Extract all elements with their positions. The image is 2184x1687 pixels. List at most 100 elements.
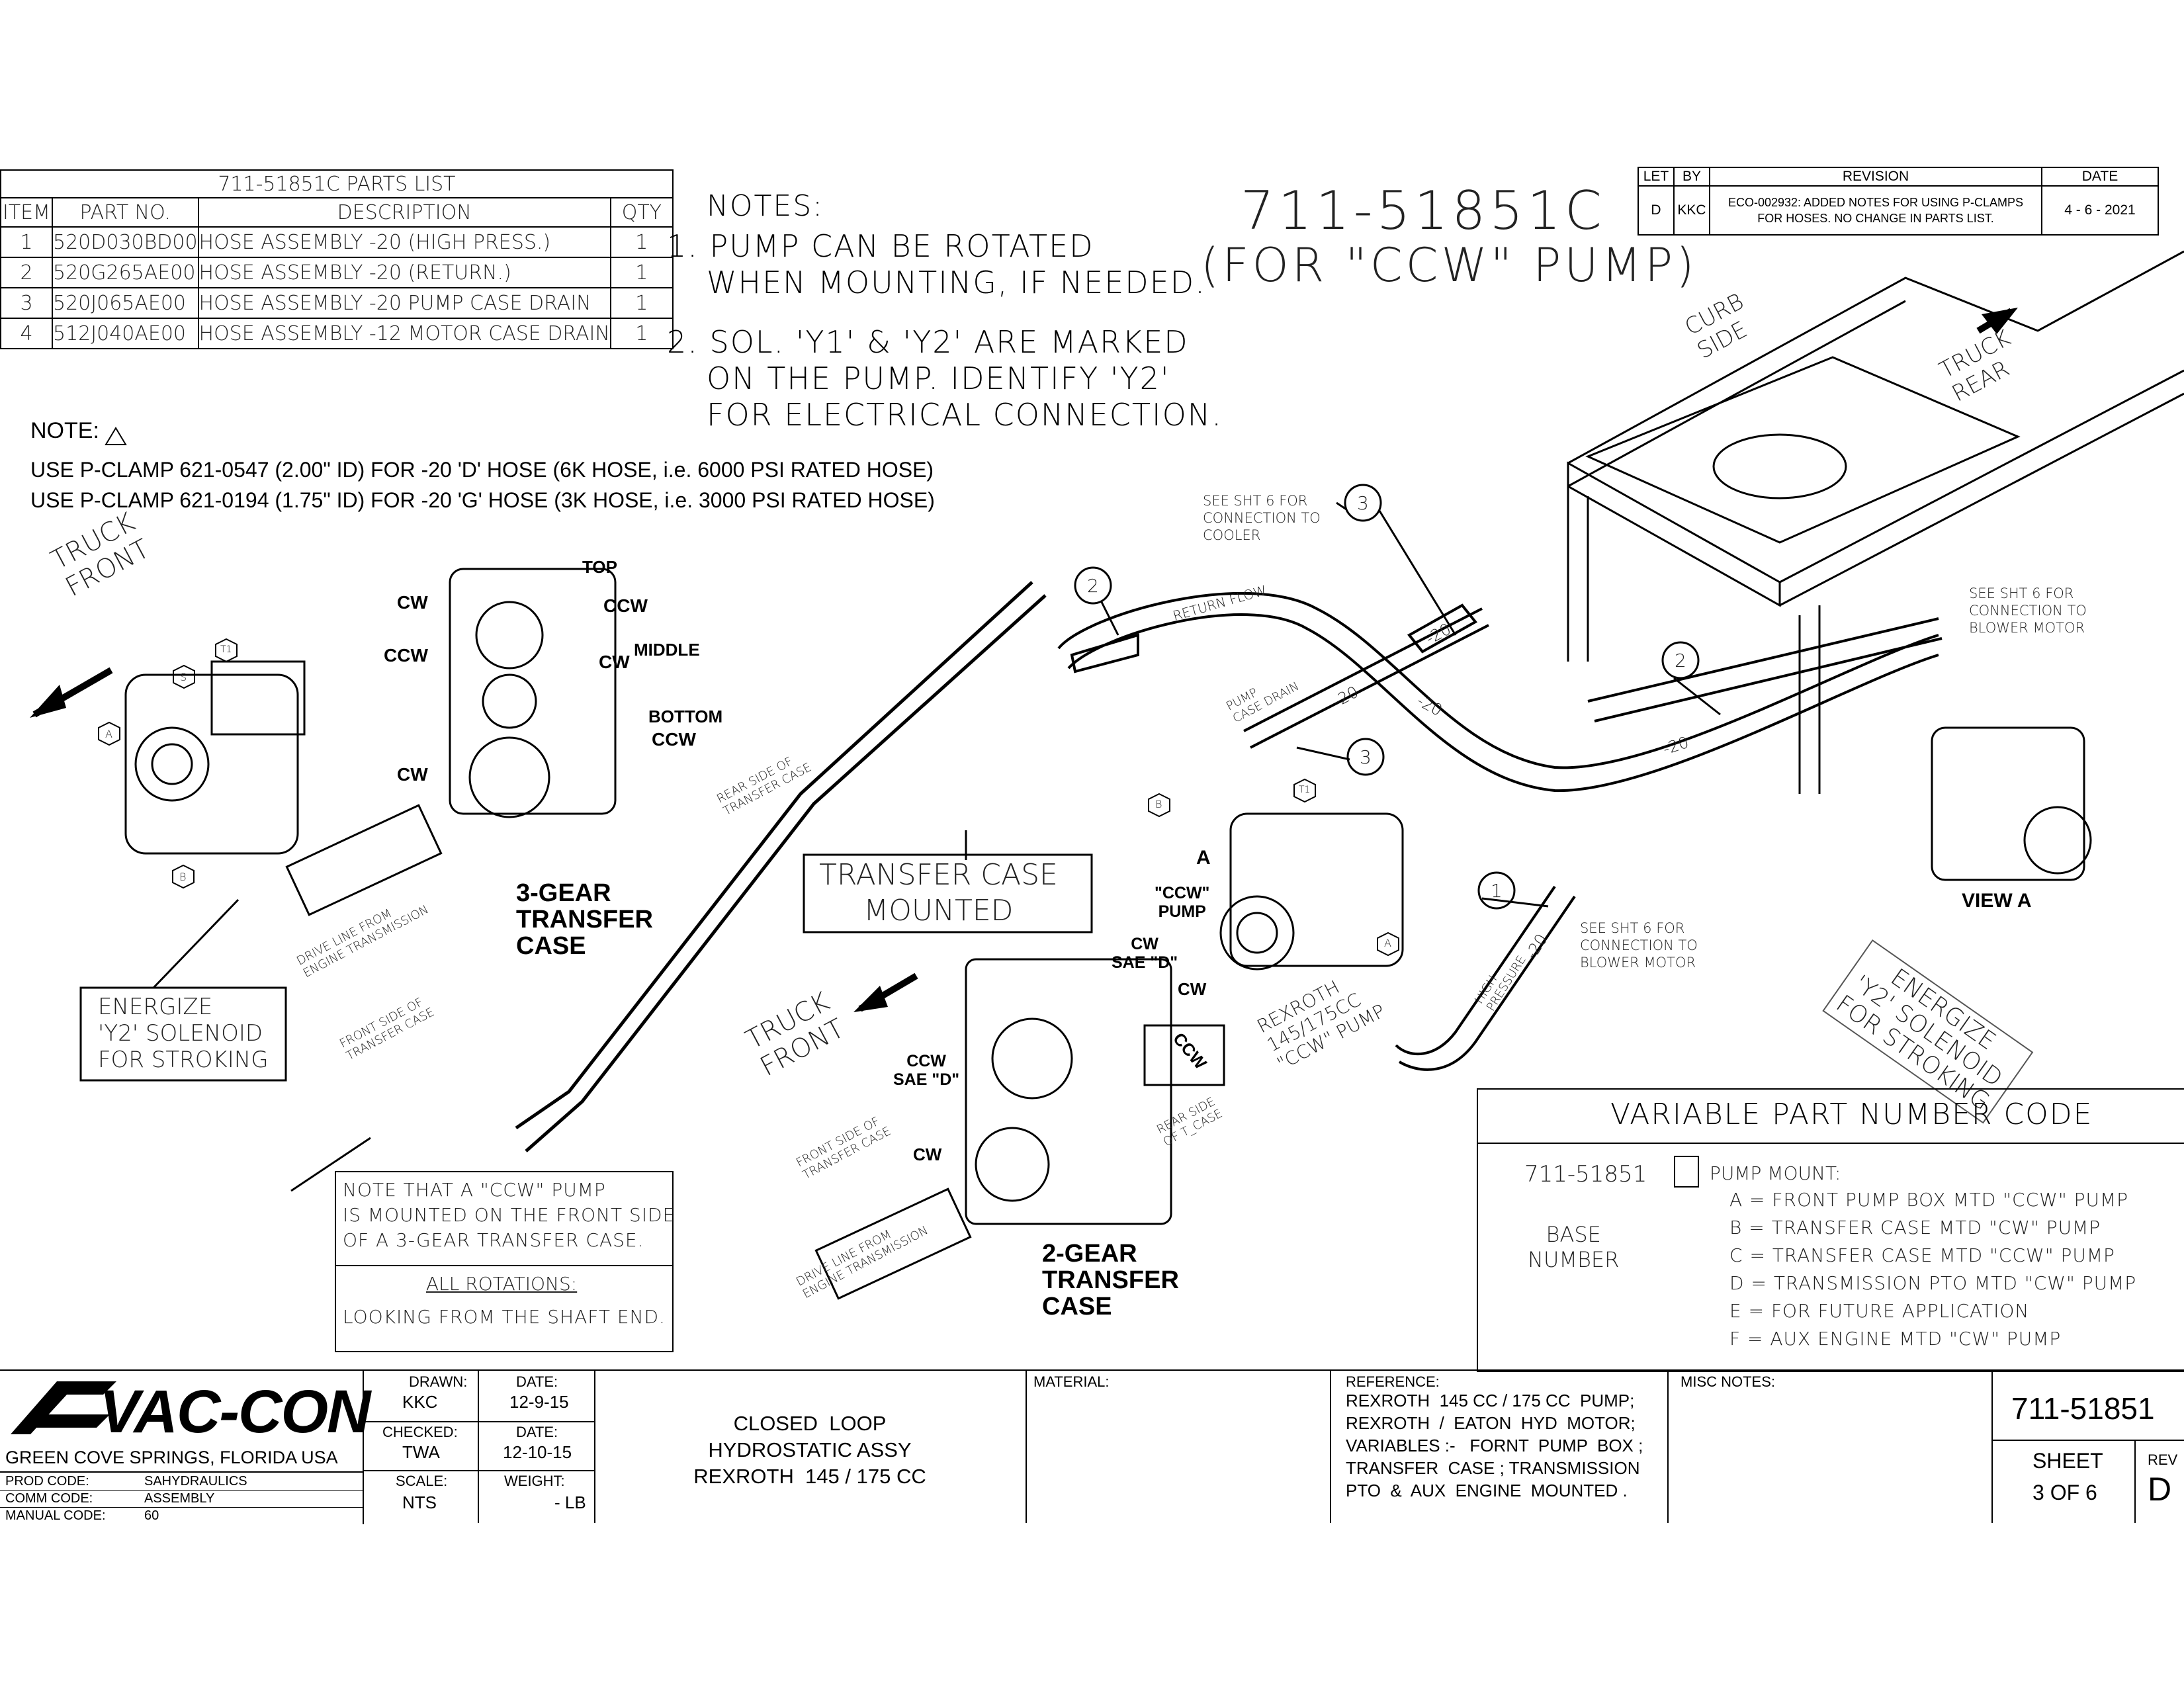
codes-block: PROD CODE: SAHYDRAULICS COMM CODE: ASSEM… <box>0 1471 364 1524</box>
weight-label: WEIGHT: <box>504 1473 565 1489</box>
company-location: GREEN COVE SPRINGS, FLORIDA USA <box>5 1448 338 1467</box>
tag-b <box>1148 793 1170 818</box>
rotations-heading: ALL ROTATIONS: <box>426 1273 578 1295</box>
checked-date-label: DATE: <box>516 1424 558 1440</box>
transfer-mounted-label: TRANSFER CASE MOUNTED <box>819 858 1058 928</box>
table-row: 2 520G265AE00 HOSE ASSEMBLY -20 (RETURN.… <box>0 257 674 288</box>
balloon-2b <box>1661 641 1700 679</box>
tag-t1-text: T1 <box>1299 785 1311 795</box>
rev-let: D <box>1638 185 1675 236</box>
vpn-base-number: 711-51851 <box>1524 1161 1647 1188</box>
clamp-note-heading: NOTE: <box>30 418 99 443</box>
vpn-option-d: D = TRANSMISSION PTO MTD "CW" PUMP <box>1729 1272 2137 1294</box>
cw-middle-label: CW <box>599 652 630 672</box>
rev-by: KKC <box>1673 185 1710 236</box>
note-1a: 1. PUMP CAN BE ROTATED <box>667 228 1094 264</box>
vpn-title: VARIABLE PART NUMBER CODE <box>1610 1098 2093 1131</box>
reference-text: REXROTH 145 CC / 175 CC PUMP; REXROTH / … <box>1346 1391 1643 1500</box>
cell-qty: 1 <box>609 287 674 319</box>
material-label: MATERIAL: <box>1033 1373 1110 1390</box>
rev-col-let: LET <box>1638 167 1675 187</box>
drawn-date: 12-9-15 <box>509 1392 569 1412</box>
hose-return <box>1057 591 1939 793</box>
checked-label: CHECKED: <box>382 1424 458 1440</box>
view-a-pump <box>1931 726 2092 881</box>
reference-block: REFERENCE: REXROTH 145 CC / 175 CC PUMP;… <box>1330 1371 1669 1523</box>
parts-list-title: 711-51851C PARTS LIST <box>0 169 674 198</box>
tag-a <box>1377 931 1399 957</box>
vpn-divider <box>1478 1143 2184 1144</box>
drawing-title-block: CLOSED LOOP HYDROSTATIC ASSY REXROTH 145… <box>594 1371 1027 1523</box>
balloon-3a <box>1344 484 1382 522</box>
cell-description: HOSE ASSEMBLY -12 MOTOR CASE DRAIN <box>197 318 611 349</box>
balloon-2b-text: 2 <box>1675 650 1686 671</box>
revision-block: LET BY REVISION DATE D KKC ECO-002932: A… <box>1638 167 2159 236</box>
codes-divider <box>0 1507 363 1508</box>
ccw-pump <box>1219 812 1404 971</box>
balloon-2a <box>1074 566 1112 605</box>
vpn-pump-mount: PUMP MOUNT: <box>1710 1162 1841 1184</box>
note-2c: FOR ELECTRICAL CONNECTION. <box>707 397 1223 433</box>
sheet-label: SHEET <box>2032 1449 2103 1473</box>
transfer-case-3gear <box>285 568 617 916</box>
scale: NTS <box>402 1492 437 1512</box>
prod-code-label: PROD CODE: <box>5 1474 89 1489</box>
cell-qty: 1 <box>609 257 674 288</box>
vpn-option-a: A = FRONT PUMP BOX MTD "CCW" PUMP <box>1729 1189 2129 1211</box>
drawing-number: 711-51851 <box>2011 1391 2155 1426</box>
rev-text-line-2: FOR HOSES. NO CHANGE IN PARTS LIST. <box>1757 212 1994 225</box>
cell-item: 3 <box>0 287 53 319</box>
vpn-mount-box <box>1674 1156 1699 1188</box>
cw-2gear-label: CW <box>913 1145 942 1164</box>
cell-part-no: 520G265AE00 <box>52 257 199 288</box>
comm-code-label: COMM CODE: <box>5 1491 93 1506</box>
ccw-note-line-1: NOTE THAT A "CCW" PUMP <box>343 1179 606 1201</box>
col-qty: QTY <box>609 197 674 228</box>
material-block: MATERIAL: <box>1026 1371 1331 1523</box>
note-2a: 2. SOL. 'Y1' & 'Y2' ARE MARKED <box>667 324 1189 360</box>
cell-description: HOSE ASSEMBLY -20 (RETURN.) <box>197 257 611 288</box>
rev-col-date: DATE <box>2041 167 2159 187</box>
tag-t1 <box>1293 778 1316 803</box>
vpn-base-label: BASE NUMBER <box>1528 1222 1620 1272</box>
cell-qty: 1 <box>609 226 674 258</box>
col-item: ITEM <box>0 197 53 228</box>
transfer-mounted-box <box>803 853 1093 933</box>
ccw-top-label: CCW <box>603 595 648 616</box>
cw-pump-label: CW <box>1178 979 1207 999</box>
cw-bottom-label: CW <box>397 764 428 785</box>
sheet-block: 711-51851 SHEET 3 OF 6 REV D <box>1991 1371 2184 1523</box>
drawn-date-label: DATE: <box>516 1373 558 1390</box>
comm-code: ASSEMBLY <box>144 1491 215 1506</box>
view-a-marker: A <box>1196 847 1211 869</box>
table-row: 4 512J040AE00 HOSE ASSEMBLY -12 MOTOR CA… <box>0 318 674 349</box>
tag-a-text: A <box>1384 937 1391 949</box>
note-1b: WHEN MOUNTING, IF NEEDED. <box>707 265 1206 300</box>
sheet-divider <box>1991 1440 2184 1441</box>
vpn-option-f: F = AUX ENGINE MTD "CW" PUMP <box>1729 1328 2062 1350</box>
hose-blower <box>1587 617 1943 722</box>
see-cooler-label: SEE SHT 6 FOR CONNECTION TO COOLER <box>1203 493 1321 543</box>
drawn-by: KKC <box>402 1392 438 1412</box>
tag-a-front <box>98 721 120 746</box>
manual-code: 60 <box>144 1508 159 1523</box>
cell-part-no: 520D030BD00 <box>52 226 199 258</box>
energize-box <box>79 986 287 1082</box>
ccw-pump-label: "CCW" PUMP <box>1155 884 1210 921</box>
vpn-option-e: E = FOR FUTURE APPLICATION <box>1729 1300 2030 1322</box>
company-logo: VAC-CON GREEN COVE SPRINGS, FLORIDA USA <box>0 1371 371 1477</box>
rev-letter: D <box>2148 1471 2172 1508</box>
gear3-label: 3-GEAR TRANSFER CASE <box>516 879 653 960</box>
approval-vdivider <box>478 1371 479 1523</box>
balloon-2a-text: 2 <box>1087 575 1099 597</box>
company-name: VAC-CON <box>99 1378 371 1446</box>
ccw-sae-d-label: CCW SAE "D" <box>893 1052 960 1089</box>
drawn-label: DRAWN: <box>409 1373 468 1390</box>
bottom-label: BOTTOM <box>648 707 723 726</box>
tag-t1-front <box>215 638 238 663</box>
ccw-label: CCW <box>384 645 428 666</box>
tag-b-text: B <box>1155 798 1162 810</box>
col-part-no: PART NO. <box>52 197 199 228</box>
cell-part-no: 520J065AE00 <box>52 287 199 319</box>
cw-sae-d-label: CW SAE "D" <box>1112 935 1178 972</box>
